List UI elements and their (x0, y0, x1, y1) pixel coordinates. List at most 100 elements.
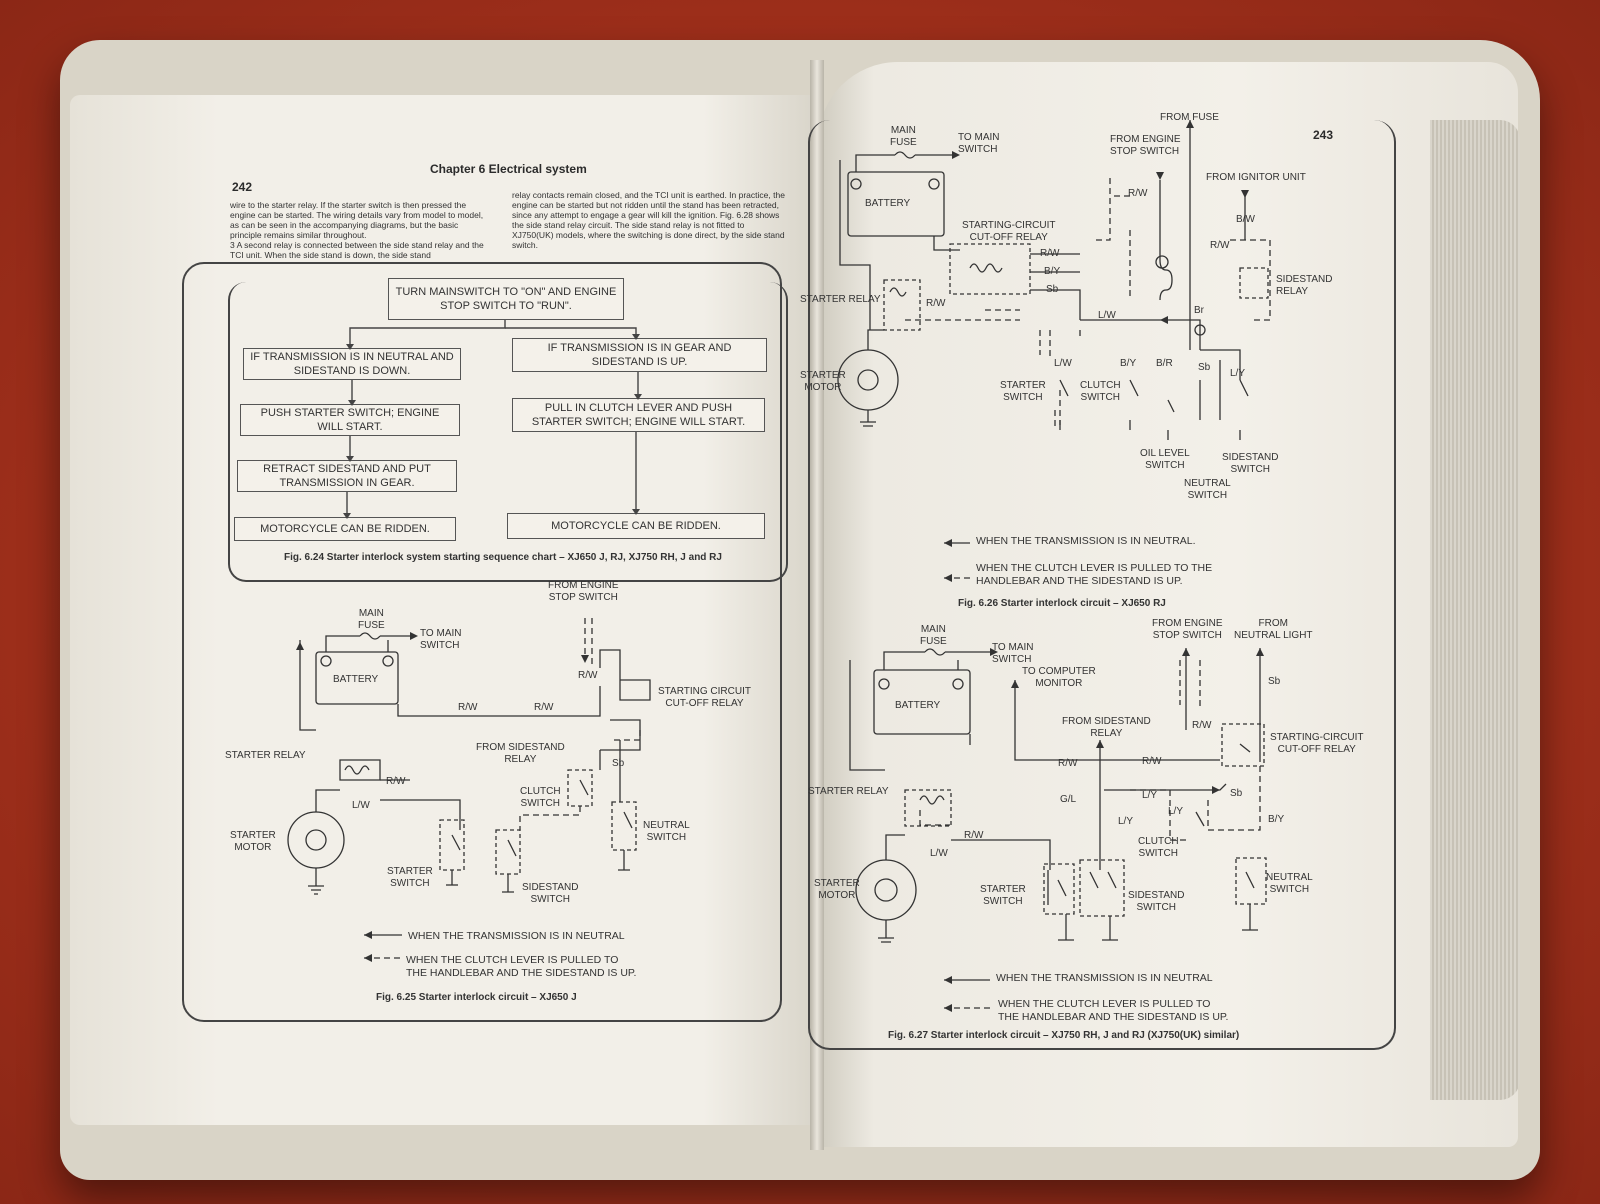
fig626-main-fuse: MAIN FUSE (890, 125, 917, 148)
flow-start-box: TURN MAINSWITCH TO "ON" AND ENGINE STOP … (388, 278, 624, 320)
fig627-main-fuse: MAIN FUSE (920, 624, 947, 647)
fig625-caption: Fig. 6.25 Starter interlock circuit – XJ… (376, 992, 577, 1003)
fig625-sidestand-switch: SIDESTAND SWITCH (522, 882, 579, 905)
fig626-sb: Sb (1046, 284, 1059, 295)
fig627-clutch-switch: CLUTCH SWITCH (1138, 836, 1179, 859)
fig626-rw-top: R/W (1128, 188, 1148, 199)
fig627-starting-relay: STARTING-CIRCUIT CUT-OFF RELAY (1270, 732, 1364, 755)
fig625-starter-switch: STARTER SWITCH (387, 866, 433, 889)
fig626-br: Br (1194, 305, 1204, 316)
fig624-caption: Fig. 6.24 Starter interlock system start… (284, 552, 722, 563)
fig626-caption: Fig. 6.26 Starter interlock circuit – XJ… (958, 598, 1166, 609)
flow-left-step-4: MOTORCYCLE CAN BE RIDDEN. (234, 517, 456, 541)
fig627-sidestand-switch: SIDESTAND SWITCH (1128, 890, 1185, 913)
fig626-lw-b: L/W (1054, 358, 1072, 369)
fig626-br-wire: B/R (1156, 358, 1173, 369)
fig626-sidestand-relay: SIDESTAND RELAY (1276, 274, 1333, 297)
fig625-legend-dashed: WHEN THE CLUTCH LEVER IS PULLED TO THE H… (406, 954, 637, 979)
fig626-starter-motor: STARTER MOTOR (800, 370, 846, 393)
right-page (818, 62, 1518, 1147)
fig626-starting-relay: STARTING-CIRCUIT CUT-OFF RELAY (962, 220, 1056, 243)
fig627-legend-solid: WHEN THE TRANSMISSION IS IN NEUTRAL (996, 972, 1213, 984)
fig627-to-main-switch: TO MAIN SWITCH (992, 642, 1034, 665)
fig625-clutch-switch: CLUTCH SWITCH (520, 786, 561, 809)
fig626-clutch-switch: CLUTCH SWITCH (1080, 380, 1121, 403)
fig627-starter-relay: STARTER RELAY (808, 786, 889, 797)
fig626-starter-relay: STARTER RELAY (800, 294, 881, 305)
fig626-by-b: B/Y (1120, 358, 1137, 369)
page-edges (1430, 120, 1520, 1100)
fig625-from-engine-stop: FROM ENGINE STOP SWITCH (548, 580, 619, 603)
flow-left-step-1: IF TRANSMISSION IS IN NEUTRAL AND SIDEST… (243, 348, 461, 380)
fig624-frame (228, 282, 788, 582)
fig627-rw-b: R/W (1058, 758, 1078, 769)
flow-right-step-1: IF TRANSMISSION IS IN GEAR AND SIDESTAND… (512, 338, 767, 372)
fig627-starter-switch: STARTER SWITCH (980, 884, 1026, 907)
fig626-sidestand-switch: SIDESTAND SWITCH (1222, 452, 1279, 475)
fig625-from-sidestand: FROM SIDESTAND RELAY (476, 742, 565, 765)
fig625-legend-solid: WHEN THE TRANSMISSION IS IN NEUTRAL (408, 930, 625, 942)
fig626-starter-switch: STARTER SWITCH (1000, 380, 1046, 403)
chapter-heading: Chapter 6 Electrical system (430, 162, 587, 176)
fig627-battery: BATTERY (895, 700, 941, 711)
fig627-gl: G/L (1060, 794, 1077, 805)
fig627-ly-a: L/Y (1142, 790, 1158, 801)
left-figure-frame (182, 262, 782, 1022)
fig627-rw-a: R/W (1192, 720, 1212, 731)
fig625-battery: BATTERY (333, 674, 379, 685)
fig626-sb-b: Sb (1198, 362, 1211, 373)
right-page-number: 243 (1313, 128, 1334, 142)
fig625-starting-relay: STARTING CIRCUIT CUT-OFF RELAY (658, 686, 751, 709)
fig626-bw: B/W (1236, 214, 1255, 225)
left-page-number: 242 (232, 180, 253, 194)
fig627-to-computer: TO COMPUTER MONITOR (1022, 666, 1096, 689)
body-text-col1: wire to the starter relay. If the starte… (230, 200, 484, 260)
fig625-to-main-switch: TO MAIN SWITCH (420, 628, 462, 651)
right-figure-frame (808, 120, 1396, 1050)
fig627-sb-b: Sb (1230, 788, 1243, 799)
fig627-legend-dashed: WHEN THE CLUTCH LEVER IS PULLED TO THE H… (998, 998, 1229, 1023)
fig625-lw: L/W (352, 800, 370, 811)
book-spine (810, 60, 824, 1150)
fig626-neutral-switch: NEUTRAL SWITCH (1184, 478, 1231, 501)
fig625-rw-d: R/W (386, 776, 406, 787)
fig626-battery: BATTERY (865, 198, 911, 209)
fig626-from-fuse: FROM FUSE (1160, 112, 1219, 123)
fig627-from-sidestand: FROM SIDESTAND RELAY (1062, 716, 1151, 739)
fig626-rw-right: R/W (1210, 240, 1230, 251)
flow-left-step-2: PUSH STARTER SWITCH; ENGINE WILL START. (240, 404, 460, 436)
fig627-starter-motor: STARTER MOTOR (814, 878, 860, 901)
fig627-sb: Sb (1268, 676, 1281, 687)
fig627-ly-c: L/Y (1118, 816, 1134, 827)
fig626-rw-low: R/W (926, 298, 946, 309)
flow-left-step-3: RETRACT SIDESTAND AND PUT TRANSMISSION I… (237, 460, 457, 492)
fig625-starter-relay: STARTER RELAY (225, 750, 306, 761)
fig627-rw-c: R/W (1142, 756, 1162, 767)
fig627-from-neutral-light: FROM NEUTRAL LIGHT (1234, 618, 1313, 641)
fig627-neutral-switch: NEUTRAL SWITCH (1266, 872, 1313, 895)
fig626-from-ignitor: FROM IGNITOR UNIT (1206, 172, 1306, 183)
fig626-ly: L/Y (1230, 368, 1246, 379)
fig626-lw-a: L/W (1098, 310, 1116, 321)
fig625-rw-c: R/W (534, 702, 554, 713)
fig625-starter-motor: STARTER MOTOR (230, 830, 276, 853)
fig626-by: B/Y (1044, 266, 1061, 277)
fig625-rw-b: R/W (458, 702, 478, 713)
fig627-caption: Fig. 6.27 Starter interlock circuit – XJ… (888, 1030, 1240, 1041)
fig626-legend-dashed: WHEN THE CLUTCH LEVER IS PULLED TO THE H… (976, 562, 1213, 587)
fig625-sb: Sb (612, 758, 625, 769)
fig625-neutral-switch: NEUTRAL SWITCH (643, 820, 690, 843)
fig626-oil-level: OIL LEVEL SWITCH (1140, 448, 1190, 471)
fig625-main-fuse: MAIN FUSE (358, 608, 385, 631)
flow-right-step-2: PULL IN CLUTCH LEVER AND PUSH STARTER SW… (512, 398, 765, 432)
fig627-lw: L/W (930, 848, 948, 859)
fig627-by: B/Y (1268, 814, 1285, 825)
fig627-ly-b: L/Y (1168, 806, 1184, 817)
fig626-legend-solid: WHEN THE TRANSMISSION IS IN NEUTRAL. (976, 535, 1196, 547)
